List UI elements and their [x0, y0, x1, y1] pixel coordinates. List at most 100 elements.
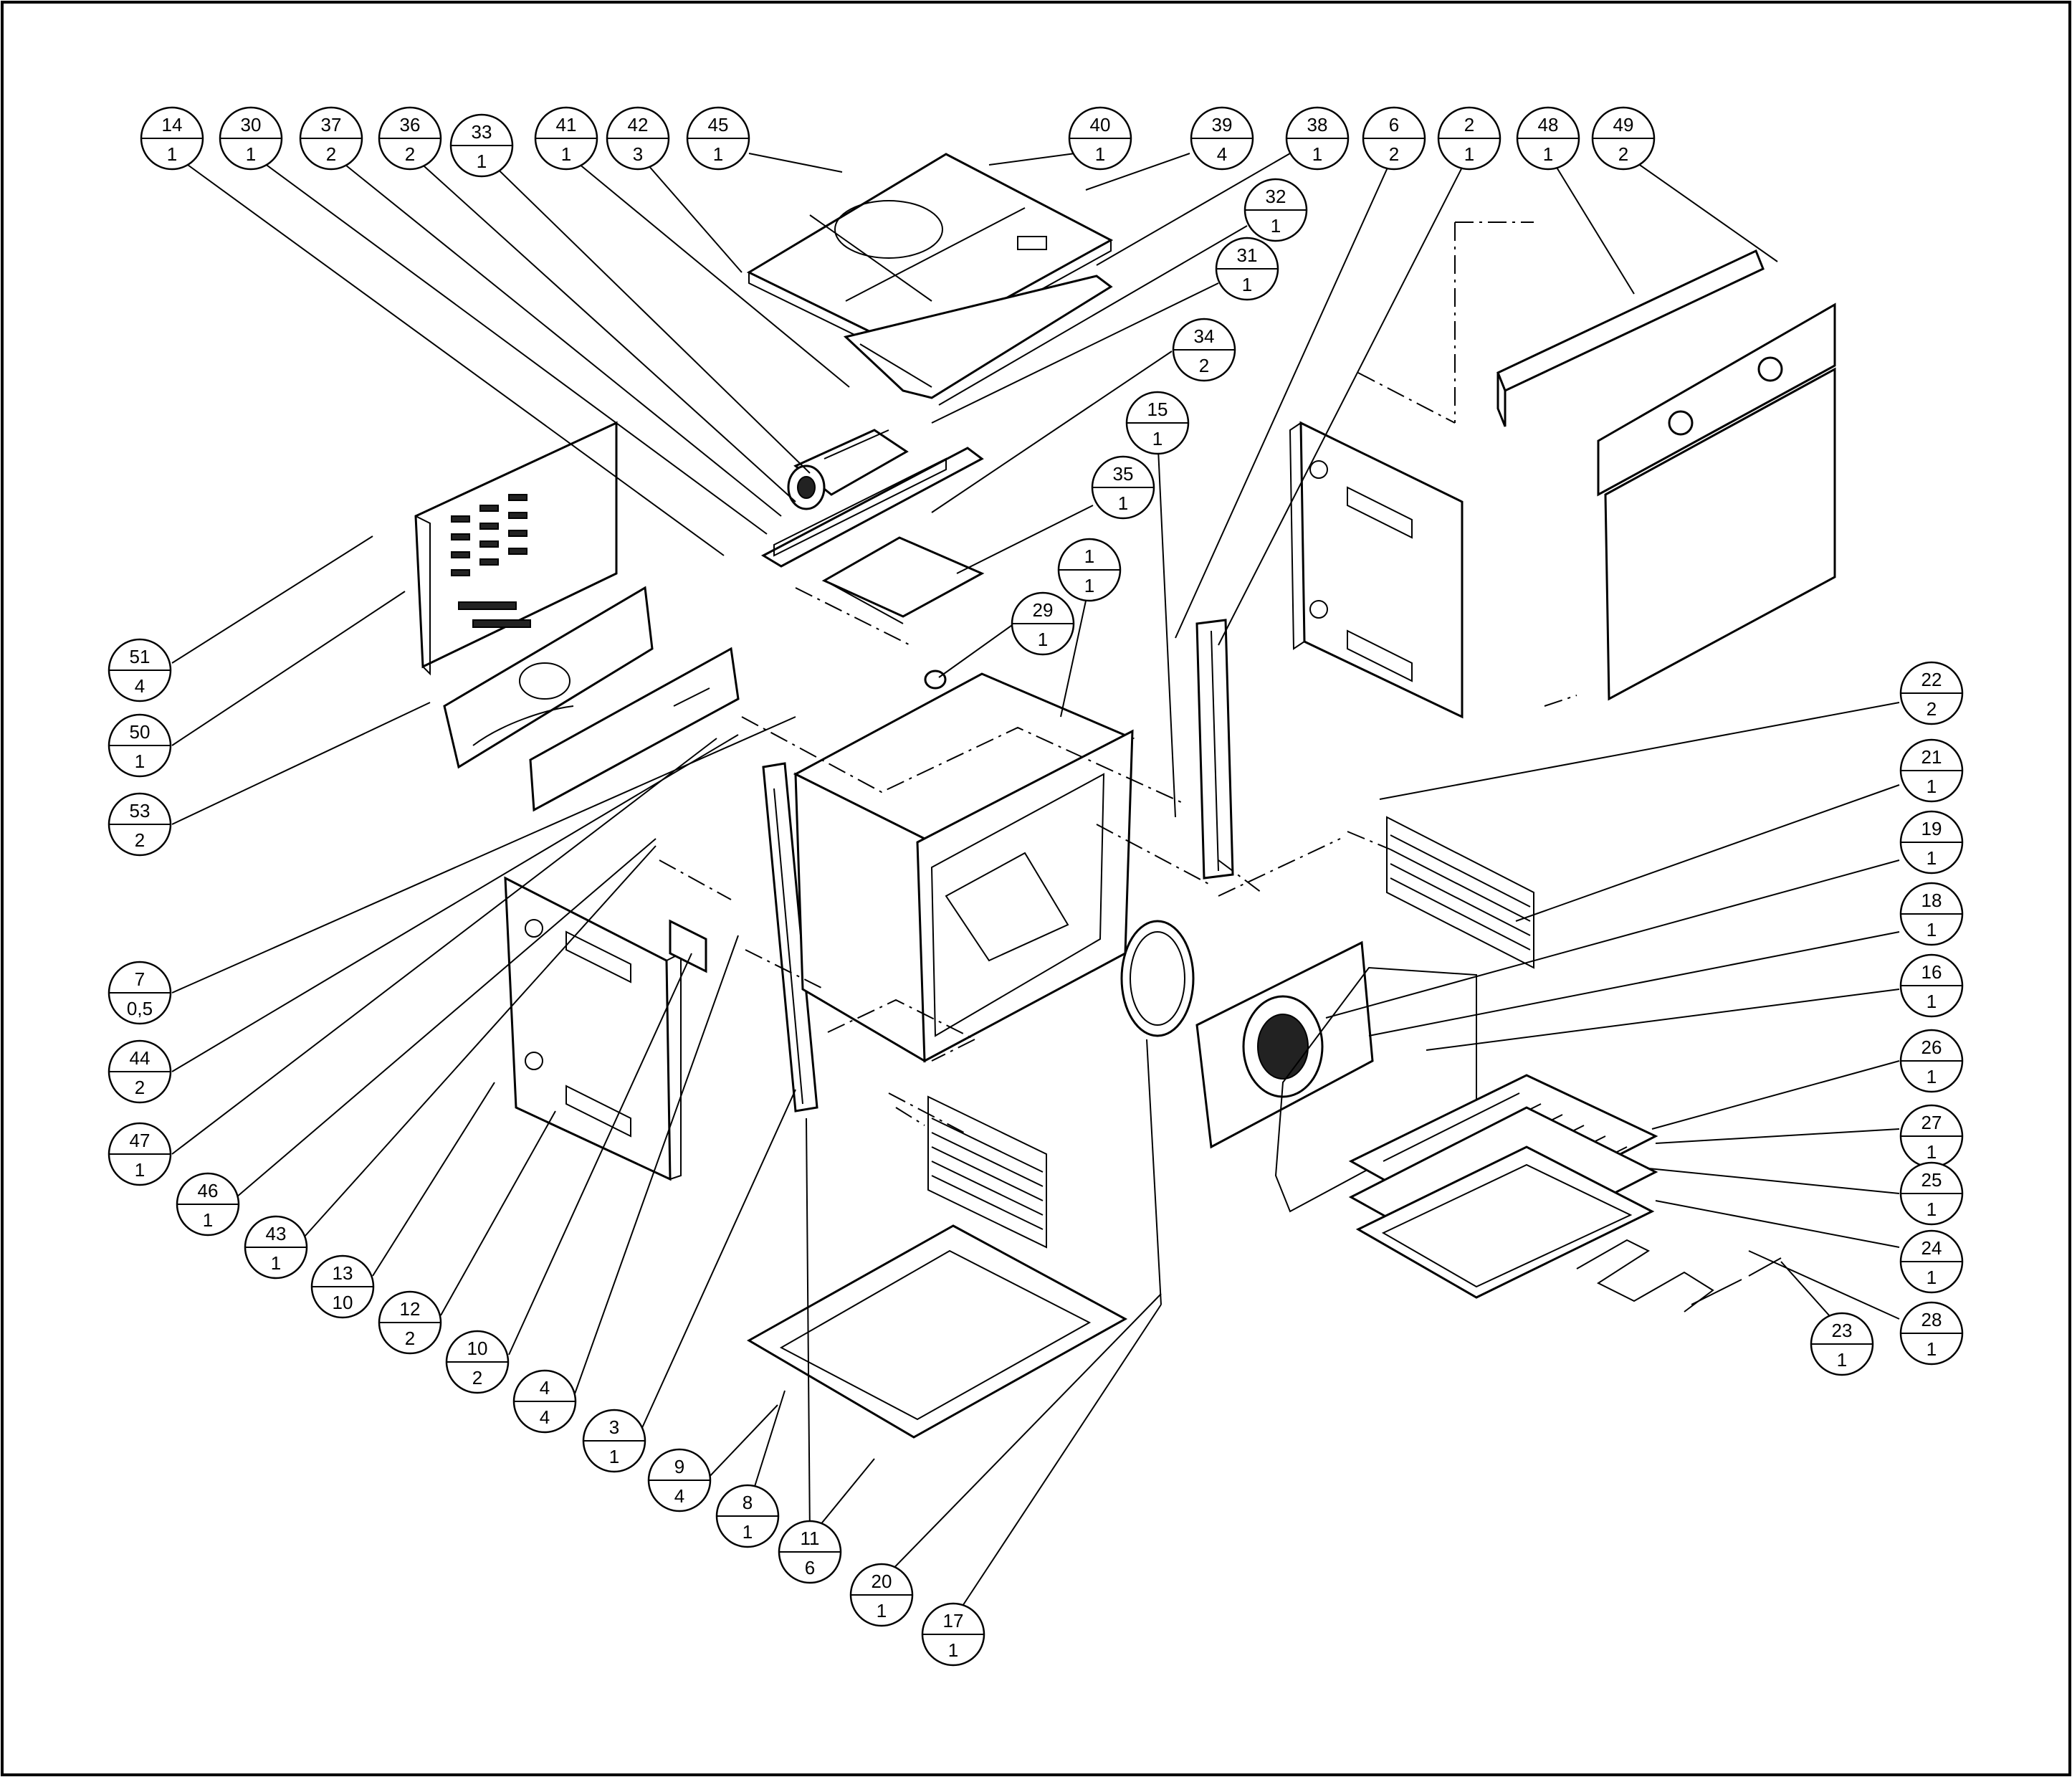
part-balloon: 423	[606, 106, 670, 171]
balloon-part-number: 28	[1921, 1309, 1942, 1330]
part-balloon: 191	[1899, 810, 1964, 875]
part-balloon: 411	[534, 106, 598, 171]
balloon-quantity: 2	[135, 829, 145, 851]
balloon-part-number: 18	[1921, 890, 1942, 911]
part-balloon: 451	[686, 106, 750, 171]
part-balloon: 201	[849, 1563, 914, 1627]
top-cover-panel	[746, 153, 1114, 363]
balloon-quantity: 2	[472, 1367, 482, 1388]
balloon-quantity: 4	[1217, 143, 1227, 165]
balloon-part-number: 7	[135, 968, 145, 990]
rear-fan-cover	[1195, 940, 1374, 1149]
fan-bracket	[760, 447, 984, 568]
balloon-part-number: 47	[130, 1130, 151, 1151]
part-balloon: 81	[715, 1484, 780, 1548]
balloon-quantity: 1	[246, 143, 256, 165]
leader-lines	[171, 153, 1900, 1621]
balloon-quantity: 1	[561, 143, 571, 165]
balloon-quantity: 1	[877, 1600, 887, 1621]
balloon-quantity: 1	[271, 1252, 281, 1274]
part-balloon: 231	[1810, 1312, 1874, 1376]
part-balloon: 102	[445, 1330, 510, 1394]
balloon-quantity: 1	[1927, 1141, 1937, 1163]
part-balloon: 271	[1899, 1104, 1964, 1168]
balloon-part-number: 3	[609, 1416, 619, 1438]
balloon-quantity: 6	[805, 1557, 815, 1578]
side-panel-left	[504, 876, 682, 1181]
balloon-quantity: 2	[1199, 355, 1209, 376]
balloon-part-number: 9	[674, 1456, 684, 1477]
side-rack-left	[927, 1095, 1047, 1249]
balloon-part-number: 40	[1090, 114, 1111, 135]
top-insulation-shield	[843, 275, 1113, 399]
part-balloon: 44	[512, 1369, 577, 1434]
balloon-quantity: 1	[1152, 428, 1162, 449]
balloon-part-number: 11	[801, 1528, 820, 1549]
balloon-quantity: 1	[1464, 143, 1474, 165]
part-balloon: 241	[1899, 1229, 1964, 1294]
bottom-panel	[746, 1224, 1128, 1439]
part-balloon: 11	[1057, 538, 1122, 602]
balloon-part-number: 19	[1921, 818, 1942, 839]
balloon-quantity: 4	[674, 1485, 684, 1507]
balloon-part-number: 10	[467, 1338, 488, 1359]
part-balloon: 431	[244, 1215, 308, 1280]
part-balloon: 461	[176, 1172, 240, 1237]
part-balloon: 21	[1437, 106, 1502, 171]
balloon-part-number: 53	[130, 800, 151, 821]
balloon-part-number: 51	[130, 646, 151, 667]
part-balloon: 351	[1091, 455, 1155, 520]
balloon-quantity: 1	[1242, 274, 1252, 295]
balloon-quantity: 1	[1312, 143, 1322, 165]
balloon-part-number: 24	[1921, 1237, 1942, 1259]
part-balloon: 211	[1899, 738, 1964, 803]
oven-cavity	[793, 670, 1135, 1063]
balloon-quantity: 1	[1837, 1349, 1847, 1371]
part-balloon: 381	[1285, 106, 1350, 171]
part-balloon: 141	[140, 106, 204, 171]
part-balloon: 291	[1011, 591, 1075, 656]
assembly-centerlines	[659, 221, 1577, 1133]
balloon-part-number: 23	[1832, 1320, 1853, 1341]
part-balloon: 122	[378, 1290, 442, 1355]
balloon-part-number: 4	[540, 1377, 550, 1399]
balloon-quantity: 0,5	[127, 998, 153, 1019]
part-balloon: 492	[1591, 106, 1656, 171]
balloon-part-number: 25	[1921, 1169, 1942, 1191]
balloon-part-number: 12	[400, 1298, 421, 1320]
rear-heater-box	[443, 586, 654, 769]
balloon-part-number: 45	[708, 114, 729, 135]
part-balloon: 342	[1172, 318, 1236, 382]
part-balloon: 372	[299, 106, 363, 171]
part-balloon: 151	[1125, 391, 1190, 455]
balloon-part-number: 38	[1307, 114, 1328, 135]
balloon-quantity: 1	[948, 1639, 958, 1661]
balloon-quantity: 2	[405, 1328, 415, 1349]
balloon-quantity: 1	[135, 751, 145, 772]
part-balloon: 394	[1190, 106, 1254, 171]
part-balloon: 532	[108, 792, 172, 857]
balloon-part-number: 35	[1113, 463, 1134, 485]
part-balloon: 321	[1243, 178, 1308, 242]
balloon-part-number: 32	[1266, 186, 1286, 207]
part-balloon: 70,5	[108, 961, 172, 1025]
balloon-part-number: 15	[1147, 399, 1168, 420]
balloon-quantity: 4	[540, 1406, 550, 1428]
part-balloon: 481	[1516, 106, 1580, 171]
balloon-quantity: 1	[477, 151, 487, 172]
balloon-part-number: 14	[162, 114, 183, 135]
part-balloon: 514	[108, 638, 172, 702]
balloon-part-number: 29	[1033, 599, 1054, 621]
balloon-quantity: 1	[1271, 215, 1281, 237]
balloon-quantity: 1	[1927, 847, 1937, 869]
balloon-part-number: 44	[130, 1047, 151, 1069]
balloon-quantity: 2	[326, 143, 336, 165]
balloon-part-number: 46	[198, 1180, 219, 1201]
balloon-part-number: 22	[1921, 669, 1942, 690]
balloon-quantity: 1	[1927, 1199, 1937, 1220]
part-balloon: 442	[108, 1039, 172, 1104]
balloon-quantity: 2	[135, 1077, 145, 1098]
part-balloons: 1413013723623314114234514013943816221481…	[108, 106, 1964, 1667]
front-frame-strip	[762, 762, 818, 1113]
